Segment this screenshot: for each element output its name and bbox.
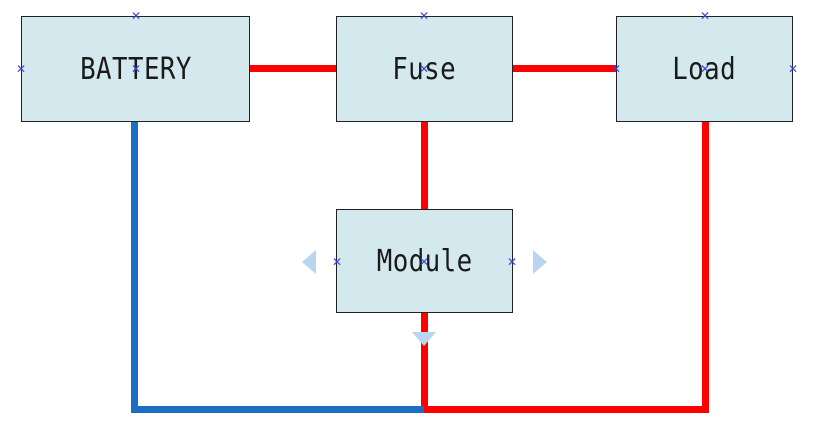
- module-expand-left-arrow-icon[interactable]: [302, 250, 316, 274]
- module-center-handle-icon[interactable]: ✕: [419, 255, 430, 269]
- wire-battery-fuse[interactable]: [246, 65, 342, 72]
- battery-center-handle-icon[interactable]: ✕: [131, 62, 142, 76]
- fuse-top-handle-icon[interactable]: ✕: [419, 9, 430, 23]
- module-expand-down-arrow-icon[interactable]: [412, 332, 436, 346]
- battery-left-handle-icon[interactable]: ✕: [16, 62, 27, 76]
- module-left-handle-icon[interactable]: ✕: [332, 255, 343, 269]
- load-center-handle-icon[interactable]: ✕: [700, 62, 711, 76]
- wire-fuse-load[interactable]: [509, 65, 619, 72]
- load-left-handle-icon[interactable]: ✕: [611, 62, 622, 76]
- wire-bus-bottom[interactable]: [131, 406, 426, 413]
- fuse-center-handle-icon[interactable]: ✕: [419, 62, 430, 76]
- wire-battery-down[interactable]: [131, 118, 138, 413]
- module-expand-right-arrow-icon[interactable]: [533, 250, 547, 274]
- module-right-handle-icon[interactable]: ✕: [507, 255, 518, 269]
- wire-bus-bottom-right[interactable]: [424, 406, 709, 413]
- load-top-handle-icon[interactable]: ✕: [700, 9, 711, 23]
- wire-fuse-module[interactable]: [421, 118, 428, 212]
- wire-load-bus[interactable]: [702, 118, 709, 413]
- load-right-handle-icon[interactable]: ✕: [788, 62, 799, 76]
- wire-module-bus[interactable]: [421, 310, 428, 413]
- battery-top-handle-icon[interactable]: ✕: [131, 9, 142, 23]
